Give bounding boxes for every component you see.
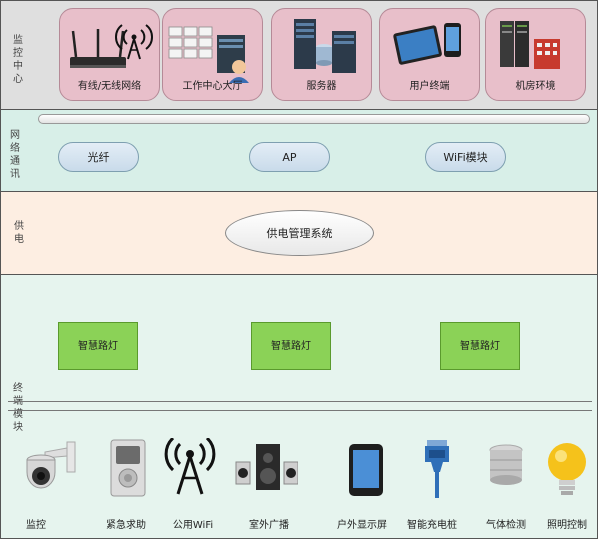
device-label-broadcast: 室外广播 — [249, 520, 289, 531]
device-label-gas: 气体检测 — [486, 520, 526, 531]
device-label-emergency: 紧急求助 — [106, 520, 146, 531]
monitor-card-server[interactable]: 服务器 — [271, 8, 372, 101]
monitor-card-room[interactable]: 机房环境 — [485, 8, 586, 101]
display-screen-icon — [349, 444, 383, 496]
wifi-antenna-icon — [164, 438, 216, 495]
smart-street-lamp-2[interactable]: 智慧路灯 — [251, 322, 331, 370]
smart-street-lamp-3[interactable]: 智慧路灯 — [440, 322, 520, 370]
gas-sensor-icon — [489, 444, 523, 485]
device-label-monitor: 监控 — [26, 520, 46, 531]
speaker-icon — [235, 444, 298, 490]
device-label-wifi: 公用WiFi — [172, 520, 214, 531]
device-label-charging: 智能充电桩 — [407, 520, 457, 531]
cctv-camera-icon — [26, 441, 76, 489]
network-bus-pipe — [38, 114, 590, 124]
monitor-card-terminal[interactable]: 用户终端 — [379, 8, 480, 101]
monitor-card-network[interactable]: 有线/无线网络 — [59, 8, 160, 101]
section-label-power: 供电 — [14, 221, 24, 245]
smart-street-lamp-1[interactable]: 智慧路灯 — [58, 322, 138, 370]
monitor-card-label: 用户终端 — [409, 81, 450, 92]
tablet-phone-icon — [393, 23, 461, 65]
terminal-band — [0, 274, 598, 539]
terminal-divider-top — [8, 401, 592, 402]
monitor-card-label: 工作中心大厅 — [182, 81, 243, 92]
section-label-network: 网络通讯 — [10, 130, 20, 180]
network-node-ap[interactable]: AP — [249, 142, 330, 172]
terminal-divider-bottom — [8, 410, 592, 411]
emergency-call-box-icon — [110, 439, 146, 497]
operator-workstation-icon — [168, 26, 249, 83]
section-label-monitor: 监控中心 — [13, 35, 23, 85]
section-label-terminal: 终端模块 — [13, 383, 23, 433]
server-room-icon — [500, 21, 560, 69]
monitor-card-label: 有线/无线网络 — [77, 81, 142, 92]
monitor-card-workhall[interactable]: 工作中心大厅 — [162, 8, 263, 101]
server-icon — [294, 19, 356, 73]
device-label-lighting: 照明控制 — [547, 520, 587, 531]
monitor-card-label: 服务器 — [306, 81, 337, 92]
network-node-fiber[interactable]: 光纤 — [58, 142, 139, 172]
charging-plug-icon — [425, 440, 449, 498]
device-label-display: 户外显示屏 — [337, 520, 387, 531]
monitor-card-label: 机房环境 — [515, 81, 556, 92]
power-management-system[interactable]: 供电管理系统 — [225, 210, 374, 256]
network-node-wifi[interactable]: WiFi模块 — [425, 142, 506, 172]
wireless-router-icon — [70, 24, 153, 68]
light-bulb-icon — [548, 443, 586, 495]
